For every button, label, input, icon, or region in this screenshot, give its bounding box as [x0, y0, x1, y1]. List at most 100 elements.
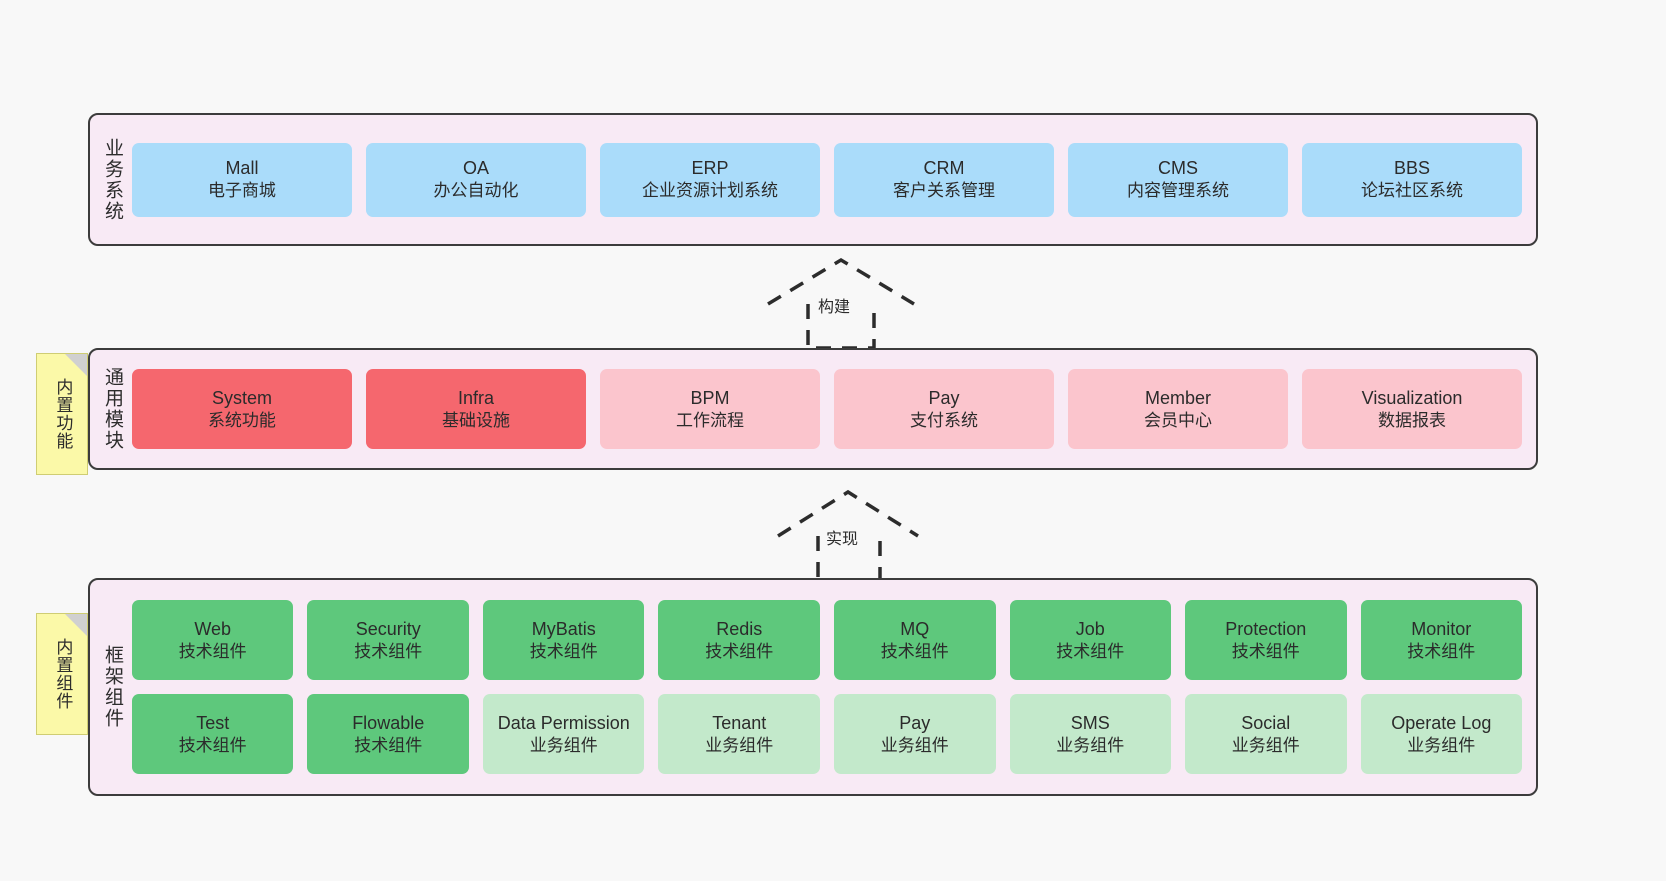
module-subtitle: 企业资源计划系统	[641, 181, 778, 201]
module-subtitle: 技术组件	[705, 641, 774, 661]
module-subtitle: 办公自动化	[433, 181, 519, 201]
module-box-crm[interactable]: CRM 客户关系管理	[833, 142, 1054, 217]
module-box-job[interactable]: Job 技术组件	[1009, 600, 1172, 680]
module-subtitle: 业务组件	[1407, 735, 1476, 755]
module-box-data-permission[interactable]: Data Permission 业务组件	[482, 694, 645, 774]
module-box-member[interactable]: Member 会员中心	[1068, 369, 1289, 449]
module-title: Job	[1075, 618, 1105, 639]
module-subtitle: 数据报表	[1378, 410, 1447, 430]
module-box-oa[interactable]: OA 办公自动化	[365, 142, 586, 217]
module-box-web[interactable]: Web 技术组件	[131, 600, 294, 680]
module-subtitle: 论坛社区系统	[1361, 181, 1464, 201]
module-subtitle: 基础设施	[441, 410, 510, 430]
module-subtitle: 业务组件	[1056, 735, 1125, 755]
module-subtitle: 系统功能	[207, 410, 276, 430]
module-title: Infra	[457, 387, 494, 408]
module-subtitle: 技术组件	[880, 641, 949, 661]
layer-common-modules-label: 通用模块	[101, 367, 123, 451]
module-title: Flowable	[352, 712, 425, 733]
module-box-tenant[interactable]: Tenant 业务组件	[658, 694, 820, 774]
module-title: Mall	[225, 158, 259, 179]
box-row: Mall 电子商城 OA 办公自动化 ERP 企业资源计划系统 CRM 客户关系…	[131, 142, 1523, 217]
module-title: Social	[1241, 712, 1291, 733]
module-title: CRM	[923, 158, 965, 179]
layer-business-systems-label: 业务系统	[101, 137, 123, 222]
module-subtitle: 内容管理系统	[1127, 181, 1229, 201]
layer-business-systems: 业务系统 Mall 电子商城 OA 办公自动化 ERP 企业资源计划系统 CRM…	[88, 113, 1538, 246]
module-title: Protection	[1225, 618, 1307, 639]
module-box-monitor[interactable]: Monitor 技术组件	[1360, 600, 1523, 680]
module-box-flowable[interactable]: Flowable 技术组件	[307, 694, 469, 774]
module-title: OA	[462, 158, 489, 179]
module-box-redis[interactable]: Redis 技术组件	[658, 600, 820, 680]
module-subtitle: 会员中心	[1144, 410, 1212, 430]
layer-framework-components-boxes: Web 技术组件 Security 技术组件 MyBatis 技术组件 Redi…	[131, 580, 1536, 794]
module-title: SMS	[1070, 712, 1110, 733]
note-builtin-components: 内置组件	[36, 613, 88, 735]
module-subtitle: 技术组件	[529, 641, 598, 661]
relation-arrow-implement: 实现	[770, 484, 940, 584]
module-box-sms[interactable]: SMS 业务组件	[1009, 694, 1172, 774]
module-box-erp[interactable]: ERP 企业资源计划系统	[599, 142, 820, 217]
relation-arrow-build: 构建	[756, 252, 926, 352]
module-subtitle: 业务组件	[529, 735, 598, 755]
module-box-social[interactable]: Social 业务组件	[1185, 694, 1347, 774]
layer-framework-components-label: 框架组件	[101, 645, 123, 729]
module-subtitle: 技术组件	[178, 641, 247, 661]
module-box-mybatis[interactable]: MyBatis 技术组件	[482, 600, 645, 680]
module-title: System	[211, 387, 272, 408]
layer-business-systems-boxes: Mall 电子商城 OA 办公自动化 ERP 企业资源计划系统 CRM 客户关系…	[131, 115, 1536, 244]
module-box-system[interactable]: System 系统功能	[131, 369, 352, 449]
module-subtitle: 业务组件	[880, 735, 949, 755]
module-box-test[interactable]: Test 技术组件	[131, 694, 294, 774]
module-box-operate-log[interactable]: Operate Log 业务组件	[1360, 694, 1523, 774]
note-builtin-features-label: 内置功能	[53, 378, 73, 450]
module-title: MyBatis	[531, 618, 596, 639]
module-title: BPM	[690, 387, 730, 408]
layer-framework-components: 框架组件 Web 技术组件 Security 技术组件 MyBatis 技术组件…	[88, 578, 1538, 796]
module-subtitle: 技术组件	[1407, 641, 1476, 661]
module-box-pay[interactable]: Pay 支付系统	[833, 369, 1054, 449]
module-title: Member	[1145, 387, 1212, 408]
module-subtitle: 客户关系管理	[892, 181, 995, 201]
module-title: CMS	[1158, 158, 1198, 179]
module-title: Data Permission	[497, 712, 630, 733]
module-box-pay-component[interactable]: Pay 业务组件	[834, 694, 996, 774]
module-box-bpm[interactable]: BPM 工作流程	[599, 369, 820, 449]
module-subtitle: 业务组件	[705, 735, 774, 755]
module-title: Pay	[928, 387, 960, 408]
module-subtitle: 工作流程	[675, 410, 744, 430]
module-subtitle: 业务组件	[1231, 735, 1300, 755]
relation-arrow-build-label: 构建	[818, 299, 851, 316]
module-title: Operate Log	[1391, 712, 1492, 733]
note-fold-corner-icon	[65, 354, 87, 376]
layer-common-modules: 通用模块 System 系统功能 Infra 基础设施 BPM 工作流程 Pay…	[88, 348, 1538, 470]
module-box-cms[interactable]: CMS 内容管理系统	[1068, 142, 1289, 217]
module-box-mq[interactable]: MQ 技术组件	[834, 600, 996, 680]
box-row: Test 技术组件 Flowable 技术组件 Data Permission …	[131, 694, 1523, 774]
module-title: Visualization	[1361, 387, 1463, 408]
layer-common-modules-boxes: System 系统功能 Infra 基础设施 BPM 工作流程 Pay 支付系统…	[131, 350, 1536, 468]
note-fold-corner-icon	[65, 614, 87, 636]
module-box-visualization[interactable]: Visualization 数据报表	[1302, 369, 1523, 449]
module-subtitle: 技术组件	[178, 735, 247, 755]
module-title: Web	[194, 618, 232, 639]
module-subtitle: 电子商城	[207, 181, 276, 201]
relation-arrow-implement-label: 实现	[826, 531, 859, 548]
box-row: Web 技术组件 Security 技术组件 MyBatis 技术组件 Redi…	[131, 600, 1523, 680]
module-title: Monitor	[1411, 618, 1472, 639]
module-subtitle: 技术组件	[354, 641, 423, 661]
module-box-protection[interactable]: Protection 技术组件	[1185, 600, 1347, 680]
module-subtitle: 支付系统	[909, 410, 978, 430]
module-title: MQ	[900, 618, 930, 639]
dashed-generalization-arrow-icon	[777, 489, 919, 582]
module-title: Test	[196, 712, 230, 733]
module-box-infra[interactable]: Infra 基础设施	[365, 369, 586, 449]
module-box-bbs[interactable]: BBS 论坛社区系统	[1302, 142, 1523, 217]
module-subtitle: 技术组件	[1231, 641, 1300, 661]
module-title: Security	[355, 618, 421, 639]
module-title: Pay	[899, 712, 931, 733]
module-box-security[interactable]: Security 技术组件	[307, 600, 469, 680]
module-subtitle: 技术组件	[354, 735, 423, 755]
module-box-mall[interactable]: Mall 电子商城	[131, 142, 352, 217]
